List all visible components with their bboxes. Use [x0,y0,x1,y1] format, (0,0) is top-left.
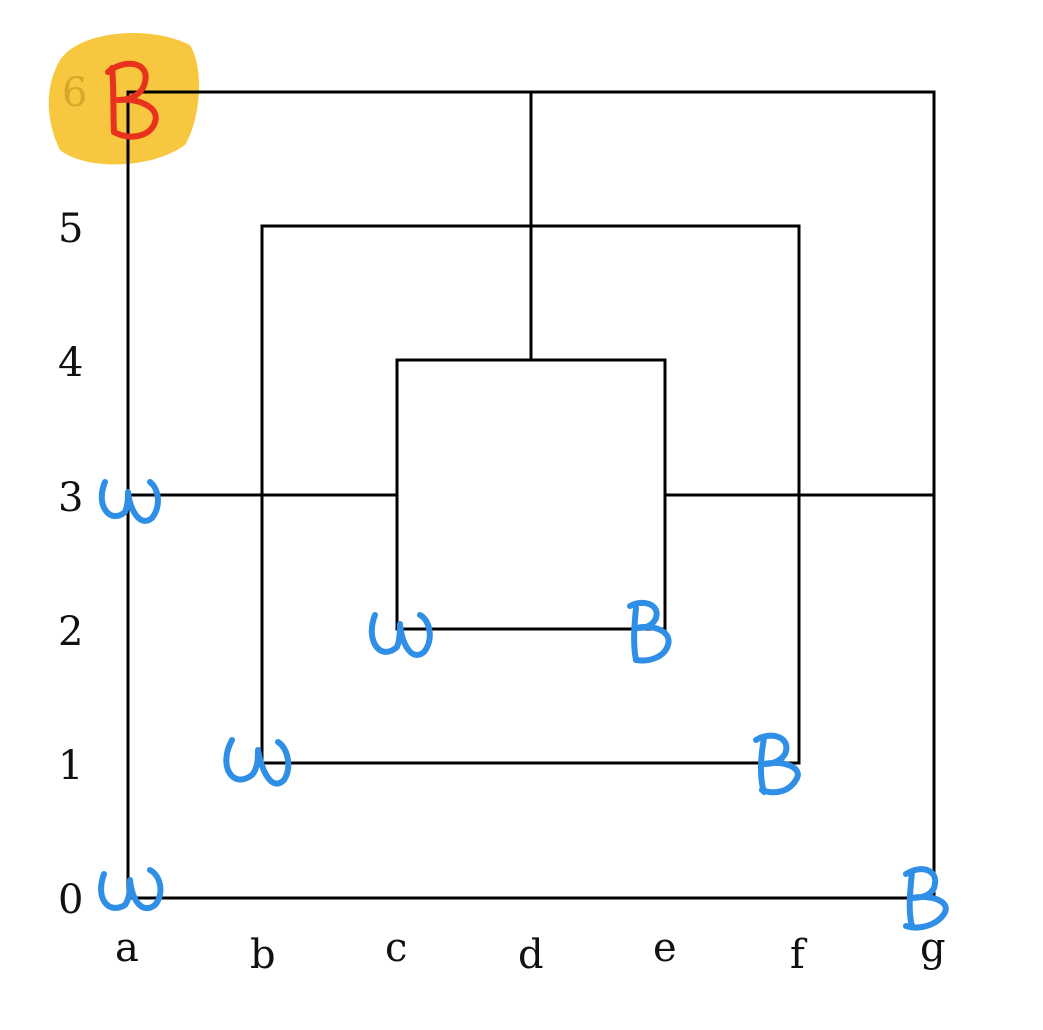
rank-label-1: 1 [58,743,83,789]
file-label-e: e [653,925,677,971]
file-label-f: f [790,932,808,978]
piece-w-a3 [98,479,161,524]
file-label-g: g [920,925,946,971]
rank-label-2: 2 [58,609,83,655]
file-label-c: c [385,925,407,971]
rank-label-5: 5 [58,206,83,252]
piece-w-b1 [223,737,292,787]
piece-b-g0 [903,866,949,931]
rank-label-6: 6 [62,70,87,116]
piece-w-c2 [368,612,433,658]
piece-b-e2 [627,599,672,664]
rank-label-0: 0 [58,877,83,923]
piece-b-a6 [105,60,159,140]
rank-label-3: 3 [58,475,83,521]
file-label-d: d [518,932,544,978]
rank-label-4: 4 [58,340,83,386]
file-label-a: a [115,925,139,971]
piece-b-f1 [753,732,801,796]
file-label-b: b [250,932,276,978]
inner-square [395,358,667,631]
piece-w-a0 [98,867,164,912]
